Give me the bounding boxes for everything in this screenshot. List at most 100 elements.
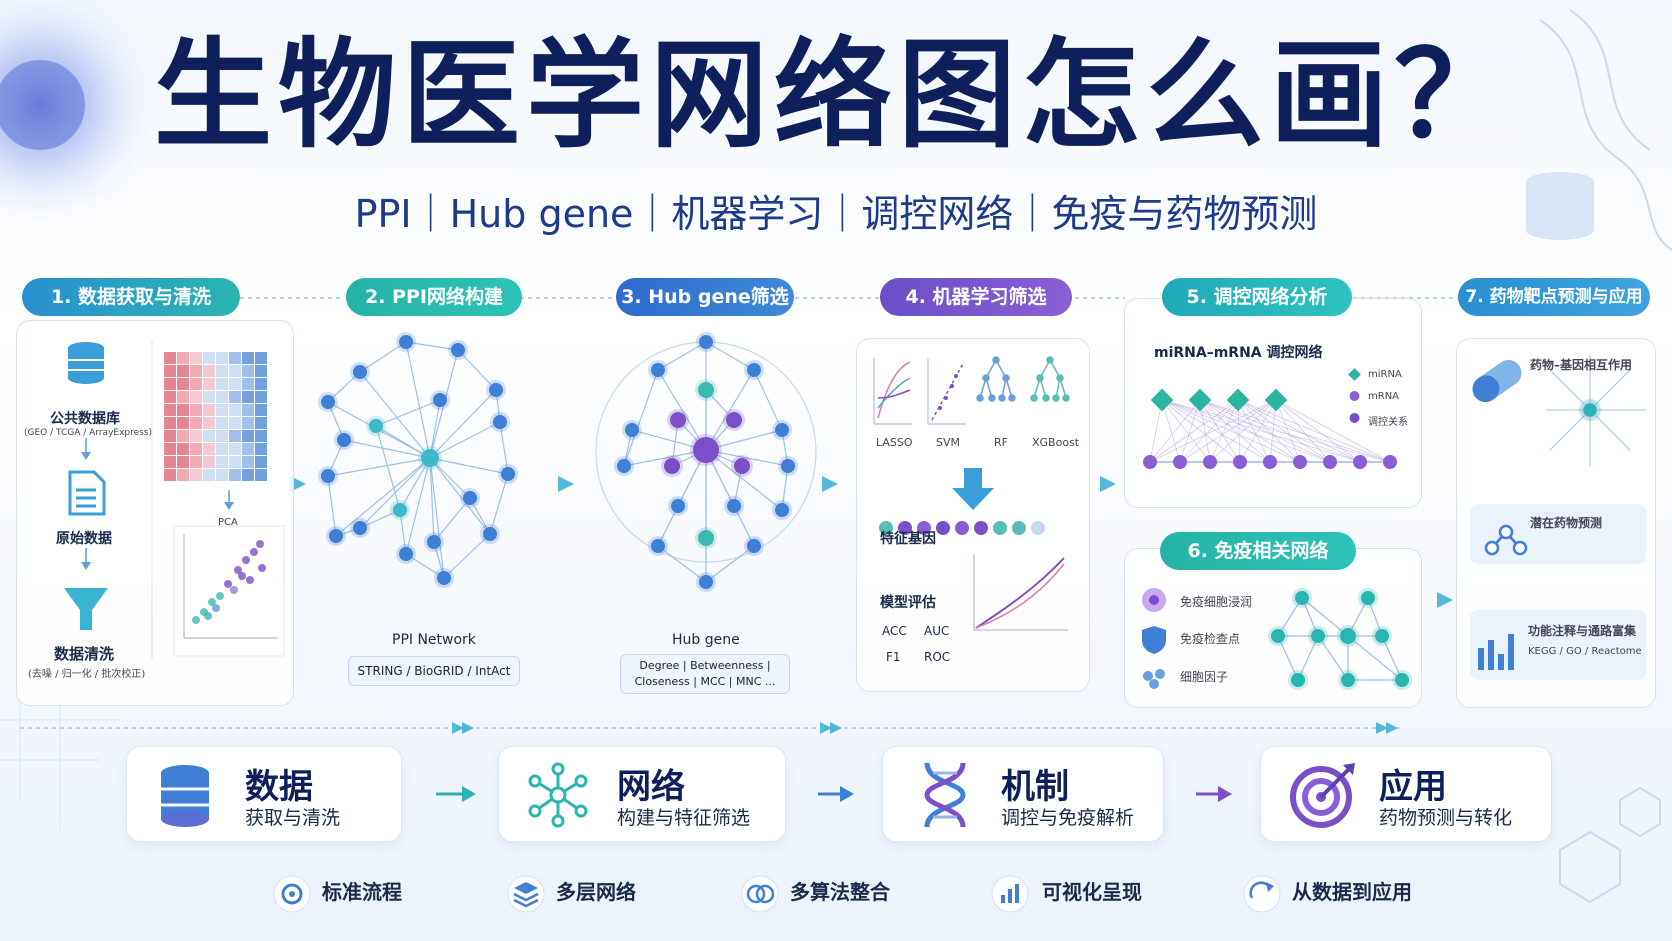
regulation-edge — [1161, 399, 1241, 463]
pca-point — [208, 598, 216, 606]
regulation-edge — [1199, 399, 1331, 463]
heatmap-cell — [242, 352, 254, 364]
heatmap-cell — [242, 469, 254, 481]
heatmap-cell — [242, 417, 254, 429]
summary-sub-network: 构建与特征筛选 — [617, 807, 751, 829]
database-icon — [68, 342, 104, 384]
mrna-node — [1233, 455, 1247, 469]
network-edge — [433, 497, 471, 543]
heatmap-cell — [229, 391, 241, 403]
step1-clean-sub: (去噪 / 归一化 / 批次校正) — [28, 669, 146, 680]
heatmap-cell — [203, 378, 215, 390]
mrna-node — [1383, 455, 1397, 469]
heatmap-cell — [177, 352, 189, 364]
heatmap-cell — [190, 378, 202, 390]
page-title: 生物医学网络图怎么画？ — [153, 26, 1518, 164]
step4-eval-label: 模型评估 — [880, 595, 936, 611]
ppi-node — [399, 547, 413, 561]
regulation-edge — [1161, 399, 1181, 463]
step1-db-label: 公共数据库 — [50, 411, 120, 427]
pca-point — [258, 564, 266, 572]
drug-edge — [1549, 409, 1591, 451]
database-icon — [161, 765, 209, 827]
heatmap-cell — [242, 443, 254, 455]
network-edge — [705, 369, 755, 451]
ppi-node — [353, 521, 367, 535]
regulation-edge — [1239, 399, 1277, 463]
regulation-edge — [1209, 399, 1239, 463]
network-edge — [405, 457, 431, 555]
drug-edge — [1589, 409, 1631, 451]
drug-item-1: 药物–基因相互作用 — [1530, 358, 1633, 372]
hub-node — [747, 539, 761, 553]
step2-net-label: PPI Network — [392, 632, 476, 648]
step5-net-label: miRNA–mRNA 调控网络 — [1154, 345, 1323, 361]
ppi-node — [493, 415, 507, 429]
heatmap-cell — [255, 430, 267, 442]
network-edge — [359, 371, 431, 459]
network-edge — [1297, 635, 1319, 681]
legend-regulation: 调控关系 — [1368, 417, 1408, 428]
immune-node — [1291, 673, 1305, 687]
regulation-edge — [1161, 399, 1271, 463]
summary-title-network: 网络 — [617, 767, 685, 807]
hub-node — [727, 499, 741, 513]
network-edge — [623, 449, 707, 467]
network-edge — [1381, 635, 1403, 681]
hub-node — [781, 459, 795, 473]
network-edge — [405, 341, 459, 351]
regulation-edge — [1269, 399, 1277, 463]
regulation-edge — [1237, 399, 1271, 463]
heatmap-cell — [164, 456, 176, 468]
network-edge — [429, 457, 509, 475]
network-edge — [429, 421, 501, 459]
ppi-node — [427, 535, 441, 549]
ppi-node — [421, 449, 439, 467]
step2-source-pill: STRING / BioGRID / IntAct — [348, 656, 520, 686]
heatmap-cell — [242, 378, 254, 390]
heatmap-cell — [216, 404, 228, 416]
summary-title-application: 应用 — [1379, 767, 1447, 807]
heatmap-cell — [229, 417, 241, 429]
network-edge — [375, 425, 401, 511]
ppi-node — [329, 529, 343, 543]
heatmap-cell — [255, 378, 267, 390]
heatmap-cell — [242, 365, 254, 377]
network-edge — [327, 475, 337, 537]
ppi-node — [321, 395, 335, 409]
regulation-edge — [1149, 399, 1277, 463]
network-edge — [1277, 597, 1303, 637]
feature-gene-dot — [993, 521, 1007, 535]
mrna-node — [1353, 455, 1367, 469]
heatmap-cell — [177, 417, 189, 429]
heatmap-cell — [164, 365, 176, 377]
feature-gene-dot — [936, 521, 950, 535]
network-edge — [327, 457, 431, 477]
hub-node — [734, 458, 750, 474]
brain-icon — [741, 875, 779, 913]
network-edge — [781, 465, 789, 511]
network-edge — [733, 505, 755, 547]
pca-point — [192, 616, 200, 624]
hub-node — [651, 363, 665, 377]
pca-point — [246, 576, 254, 584]
ppi-node — [489, 383, 503, 397]
heatmap-cell — [190, 352, 202, 364]
network-edge — [499, 421, 509, 475]
heatmap-cell — [203, 456, 215, 468]
heatmap-cell — [177, 404, 189, 416]
heatmap-cell — [255, 456, 267, 468]
heatmap-cell — [229, 430, 241, 442]
regulation-edge — [1161, 399, 1211, 463]
regulation-edge — [1161, 399, 1361, 463]
summary-title-mechanism: 机制 — [1001, 767, 1069, 807]
network-edge — [705, 449, 789, 467]
pca-point — [224, 580, 232, 588]
drug-item-3: 功能注释与通路富集 — [1528, 624, 1637, 638]
step1-raw-label: 原始数据 — [56, 531, 112, 547]
hub-node — [671, 499, 685, 513]
heatmap-cell — [216, 469, 228, 481]
summary-sub-application: 药物预测与转化 — [1379, 807, 1513, 829]
algo-svm: SVM — [936, 436, 960, 449]
heatmap-cell — [229, 404, 241, 416]
